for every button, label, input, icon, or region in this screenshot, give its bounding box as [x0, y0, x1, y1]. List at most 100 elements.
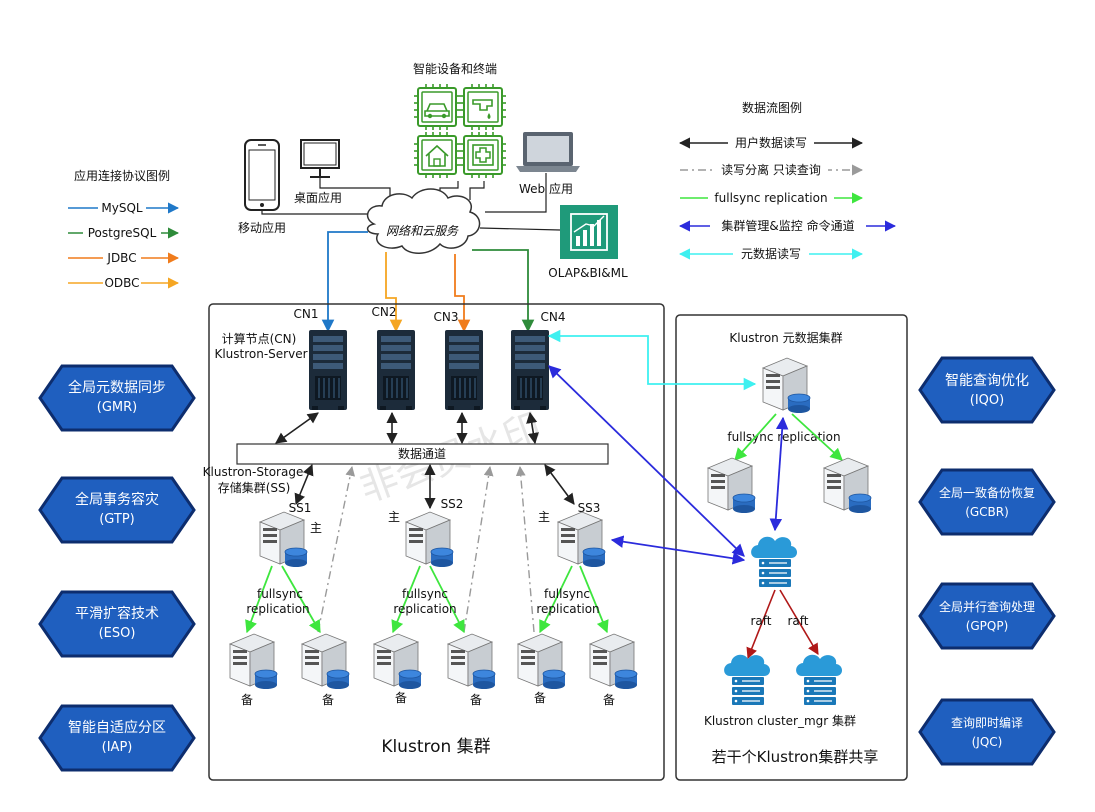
flow-legend: 用户数据读写 读写分离 只读查询 fullsync replication 集群…	[678, 135, 897, 261]
medical-chip-icon	[459, 131, 507, 179]
protocol-legend: MySQL PostgreSQL JDBC ODBC	[68, 201, 180, 290]
cn4-server-icon	[510, 329, 550, 411]
flow-legend-title: 数据流图例	[742, 100, 802, 115]
ss3-primary-icon	[557, 511, 606, 568]
home-chip-icon	[413, 131, 461, 179]
postgresql-link	[472, 249, 535, 333]
storage-label-1: Klustron-Storage	[203, 465, 304, 479]
standby-tag: 备	[603, 693, 615, 707]
compute-label-2: Klustron-Server	[214, 347, 307, 361]
svg-text:(IQO): (IQO)	[970, 393, 1004, 408]
standby-tag: 备	[322, 693, 334, 707]
svg-text:replication: replication	[246, 602, 309, 616]
standby-tag: 备	[534, 691, 546, 705]
meta-standby-a-icon	[707, 457, 756, 514]
cn4-label: CN4	[541, 310, 566, 324]
feature-gcbr: 全局一致备份恢复 (GCBR)	[918, 468, 1056, 536]
feature-iap: 智能自适应分区 (IAP)	[38, 704, 196, 772]
ss-fullsync-arrows	[245, 565, 609, 634]
desktop-app-label: 桌面应用	[294, 190, 342, 205]
cn3-server-icon	[444, 329, 484, 411]
svg-text:全局事务容灾: 全局事务容灾	[75, 491, 159, 508]
svg-text:全局并行查询处理: 全局并行查询处理	[939, 599, 1035, 614]
ss3-standby-b-icon	[589, 633, 638, 690]
ss2-primary-tag: 主	[388, 510, 400, 524]
meta-primary-icon	[762, 357, 811, 414]
svg-text:replication: replication	[536, 602, 599, 616]
ss2-standby-b-icon	[447, 633, 496, 690]
management-channels	[548, 365, 789, 565]
feature-jqc: 查询即时编译 (JQC)	[918, 698, 1056, 766]
mysql-link	[321, 231, 368, 333]
cluster-mgr-follower-b-icon	[795, 654, 843, 706]
feature-gmr: 全局元数据同步 (GMR)	[38, 364, 196, 432]
svg-text:replication: replication	[393, 602, 456, 616]
raft-right-arrow	[779, 589, 819, 655]
cn1-label: CN1	[294, 307, 319, 321]
cn2-server-icon	[376, 329, 416, 411]
legend-user-rw: 用户数据读写	[735, 135, 807, 150]
cluster-mgr-follower-a-icon	[723, 654, 771, 706]
legend-metadata-rw: 元数据读写	[741, 246, 801, 261]
metadata-channel	[547, 329, 757, 391]
svg-text:(JQC): (JQC)	[972, 735, 1003, 749]
iot-title: 智能设备和终端	[413, 61, 497, 76]
legend-postgresql: PostgreSQL	[88, 226, 157, 240]
svg-text:(GMR): (GMR)	[97, 400, 137, 415]
svg-text:(GTP): (GTP)	[99, 512, 135, 527]
ss1-fullsync-label: fullsync replication	[246, 587, 309, 616]
mobile-app-label: 移动应用	[238, 220, 286, 235]
faucet-chip-icon	[459, 83, 507, 131]
jdbc-link	[454, 254, 471, 333]
cn-channel-arrows	[275, 411, 539, 445]
cluster-mgr-leader-icon	[750, 536, 798, 588]
olap-label: OLAP&BI&ML	[548, 266, 628, 280]
ss1-standby-a-icon	[229, 633, 278, 690]
feature-gtp: 全局事务容灾 (GTP)	[38, 476, 196, 544]
data-channel-label: 数据通道	[398, 446, 446, 461]
ss2-primary-icon	[405, 511, 454, 568]
legend-readonly: 读写分离 只读查询	[721, 162, 821, 177]
svg-text:(IAP): (IAP)	[102, 740, 133, 755]
svg-text:查询即时编译: 查询即时编译	[951, 715, 1023, 730]
meta-standby-b-icon	[823, 457, 872, 514]
svg-text:(ESO): (ESO)	[99, 626, 136, 641]
svg-text:(GPQP): (GPQP)	[966, 619, 1009, 633]
cloud-icon	[366, 188, 481, 254]
ss1-primary-icon	[259, 511, 308, 568]
cn1-server-icon	[308, 329, 348, 411]
svg-text:全局元数据同步: 全局元数据同步	[68, 379, 166, 396]
cloud-label: 网络和云服务	[386, 224, 459, 238]
feature-eso: 平滑扩容技术 (ESO)	[38, 590, 196, 658]
analytics-chart-icon	[560, 205, 618, 259]
ss3-primary-tag: 主	[538, 510, 550, 524]
svg-text:fullsync: fullsync	[544, 587, 590, 601]
meta-cluster-title: Klustron 元数据集群	[729, 330, 842, 345]
cluster-title: Klustron 集群	[381, 737, 490, 757]
car-chip-icon	[413, 83, 461, 131]
legend-odbc: ODBC	[104, 276, 139, 290]
odbc-link	[385, 252, 403, 333]
readonly-lines	[317, 466, 535, 633]
meta-fullsync-right	[791, 413, 843, 461]
ss2-fullsync-label: fullsync replication	[393, 587, 456, 616]
cluster-mgr-title: Klustron cluster_mgr 集群	[704, 713, 856, 728]
ss2-standby-a-icon	[373, 633, 422, 690]
feature-iqo: 智能查询优化 (IQO)	[918, 356, 1056, 424]
standby-tag: 备	[395, 691, 407, 705]
legend-fullsync: fullsync replication	[714, 191, 827, 205]
standby-tag: 备	[470, 693, 482, 707]
device-connectors	[261, 173, 561, 231]
raft-right-label: raft	[787, 614, 808, 628]
legend-jdbc: JDBC	[106, 251, 136, 265]
ss1-label: SS1	[289, 501, 312, 515]
compute-label-1: 计算节点(CN)	[222, 331, 297, 346]
cn3-label: CN3	[434, 310, 459, 324]
storage-label-2: 存储集群(SS)	[218, 480, 291, 495]
shared-footer: 若干个Klustron集群共享	[712, 748, 879, 766]
cn2-label: CN2	[372, 305, 397, 319]
mobile-phone-icon	[244, 139, 280, 211]
ss1-primary-tag: 主	[310, 521, 322, 535]
svg-text:全局一致备份恢复: 全局一致备份恢复	[939, 485, 1035, 500]
svg-text:平滑扩容技术: 平滑扩容技术	[75, 605, 159, 622]
